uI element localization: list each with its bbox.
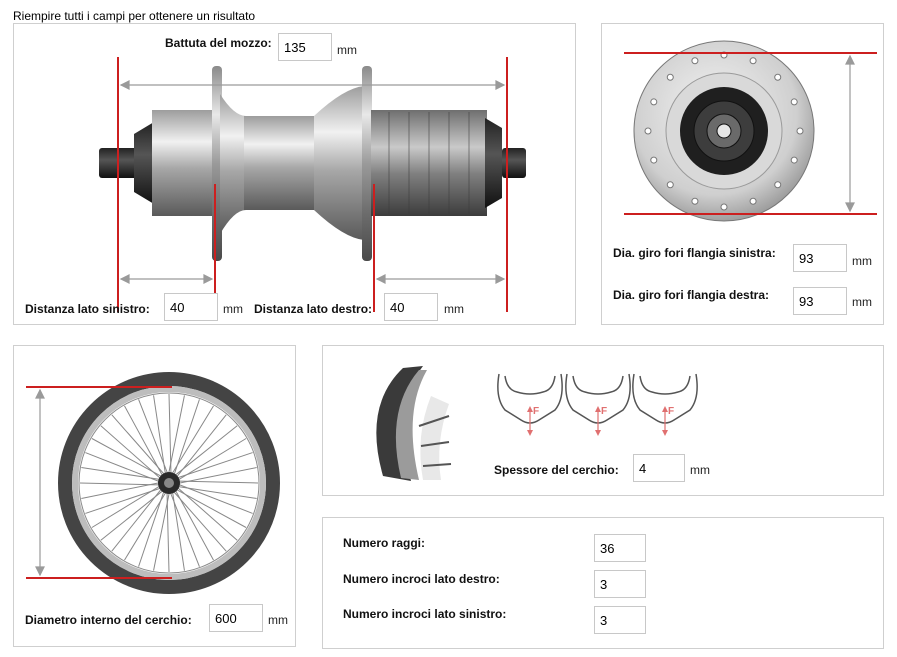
rim-diameter-unit: mm [268,613,288,627]
rim-diameter-label: Diametro interno del cerchio: [25,613,192,627]
instruction-text: Riempire tutti i campi per ottenere un r… [13,9,256,23]
spoke-count-input[interactable] [594,534,646,562]
flange-illustration [624,40,877,222]
over-locknut-unit: mm [337,43,357,57]
left-flange-input[interactable] [793,244,847,272]
left-distance-input[interactable] [164,293,218,321]
rim-section-force-label: F [533,406,539,417]
right-cross-label: Numero incroci lato destro: [343,572,500,586]
rim-diameter-panel: Diametro interno del cerchio: mm [13,345,296,647]
left-cross-input[interactable] [594,606,646,634]
left-distance-unit: mm [223,302,243,316]
right-flange-unit: mm [852,295,872,309]
left-flange-unit: mm [852,254,872,268]
left-cross-label: Numero incroci lato sinistro: [343,607,507,621]
over-locknut-label: Battuta del mozzo: [165,36,272,50]
right-distance-unit: mm [444,302,464,316]
hub-illustration [99,57,526,312]
over-locknut-input[interactable] [278,33,332,61]
flange-panel: Dia. giro fori flangia sinistra: mm Dia.… [601,23,884,325]
rim-section-force-label: F [668,406,674,417]
rim-thickness-input[interactable] [633,454,685,482]
right-distance-label: Distanza lato destro: [254,302,373,316]
left-distance-label: Distanza lato sinistro: [25,302,150,316]
rim-diameter-input[interactable] [209,604,263,632]
right-flange-label: Dia. giro fori flangia destra: [613,288,770,302]
right-flange-input[interactable] [793,287,847,315]
rim-thickness-panel: F F F Spessore del cerchio: mm [322,345,884,496]
spokes-panel: Numero raggi: Numero incroci lato destro… [322,517,884,649]
rim-thickness-label: Spessore del cerchio: [494,463,619,477]
wheel-illustration [26,372,280,594]
spoke-count-label: Numero raggi: [343,536,426,550]
right-cross-input[interactable] [594,570,646,598]
right-distance-input[interactable] [384,293,438,321]
rim-thickness-unit: mm [690,463,710,477]
left-flange-label: Dia. giro fori flangia sinistra: [613,246,776,260]
hub-panel: Battuta del mozzo: mm Distanza lato sini… [13,23,576,325]
rim-section-force-label: F [601,406,607,417]
